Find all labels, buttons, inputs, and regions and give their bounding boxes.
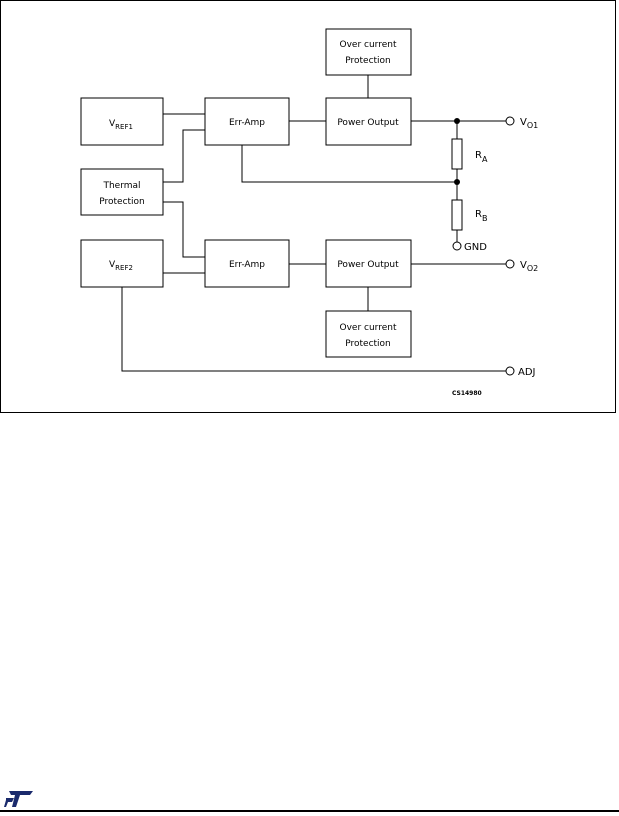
figure-code: CS14980 <box>452 390 482 397</box>
err-amp-1-block: Err-Amp <box>204 97 290 146</box>
svg-text:Err-Amp: Err-Amp <box>229 118 265 128</box>
pin-vo1: VO1 <box>505 116 538 130</box>
err-amp-2-block: Err-Amp <box>204 239 290 288</box>
vref2-block: VREF2 <box>80 239 164 288</box>
svg-text:Power Output: Power Output <box>337 118 399 128</box>
power-output-1-block: Power Output <box>325 97 412 146</box>
pin-adj: ADJ <box>505 366 536 378</box>
svg-text:RA: RA <box>475 150 488 164</box>
overcurrent-protection-bottom-block: Over current Protection <box>325 310 412 358</box>
footer-rule <box>0 810 619 812</box>
junction-dot-vo1 <box>454 118 460 124</box>
junction-dot-divider <box>454 179 460 185</box>
resistor-ra: RA <box>451 138 488 170</box>
block-diagram: Over current Protection VREF1 Err-Amp Po… <box>80 28 538 397</box>
svg-text:Power Output: Power Output <box>337 260 399 270</box>
pin-vo2: VO2 <box>505 259 538 273</box>
resistor-rb: RB <box>451 199 487 231</box>
svg-text:Protection: Protection <box>345 339 391 349</box>
svg-text:ADJ: ADJ <box>518 367 536 378</box>
overcurrent-protection-top-block: Over current Protection <box>325 28 412 76</box>
svg-text:Protection: Protection <box>345 56 391 66</box>
power-output-2-block: Power Output <box>325 239 412 288</box>
svg-text:Thermal: Thermal <box>102 181 140 191</box>
svg-text:VREF2: VREF2 <box>109 260 133 272</box>
svg-text:Protection: Protection <box>99 197 145 207</box>
vref1-block: VREF1 <box>80 97 164 146</box>
svg-text:Err-Amp: Err-Amp <box>229 260 265 270</box>
svg-text:RB: RB <box>475 209 487 223</box>
svg-text:Over current: Over current <box>340 40 397 50</box>
diagram-frame: Over current Protection VREF1 Err-Amp Po… <box>0 0 616 413</box>
pin-gnd: GND <box>452 241 487 253</box>
svg-text:VO2: VO2 <box>520 260 538 273</box>
wires <box>121 75 506 372</box>
st-logo-icon <box>4 790 34 812</box>
svg-text:VREF1: VREF1 <box>109 119 133 131</box>
svg-text:GND: GND <box>464 242 487 253</box>
svg-text:VO1: VO1 <box>520 117 538 130</box>
thermal-protection-block: Thermal Protection <box>80 168 164 216</box>
svg-text:Over current: Over current <box>340 323 397 333</box>
